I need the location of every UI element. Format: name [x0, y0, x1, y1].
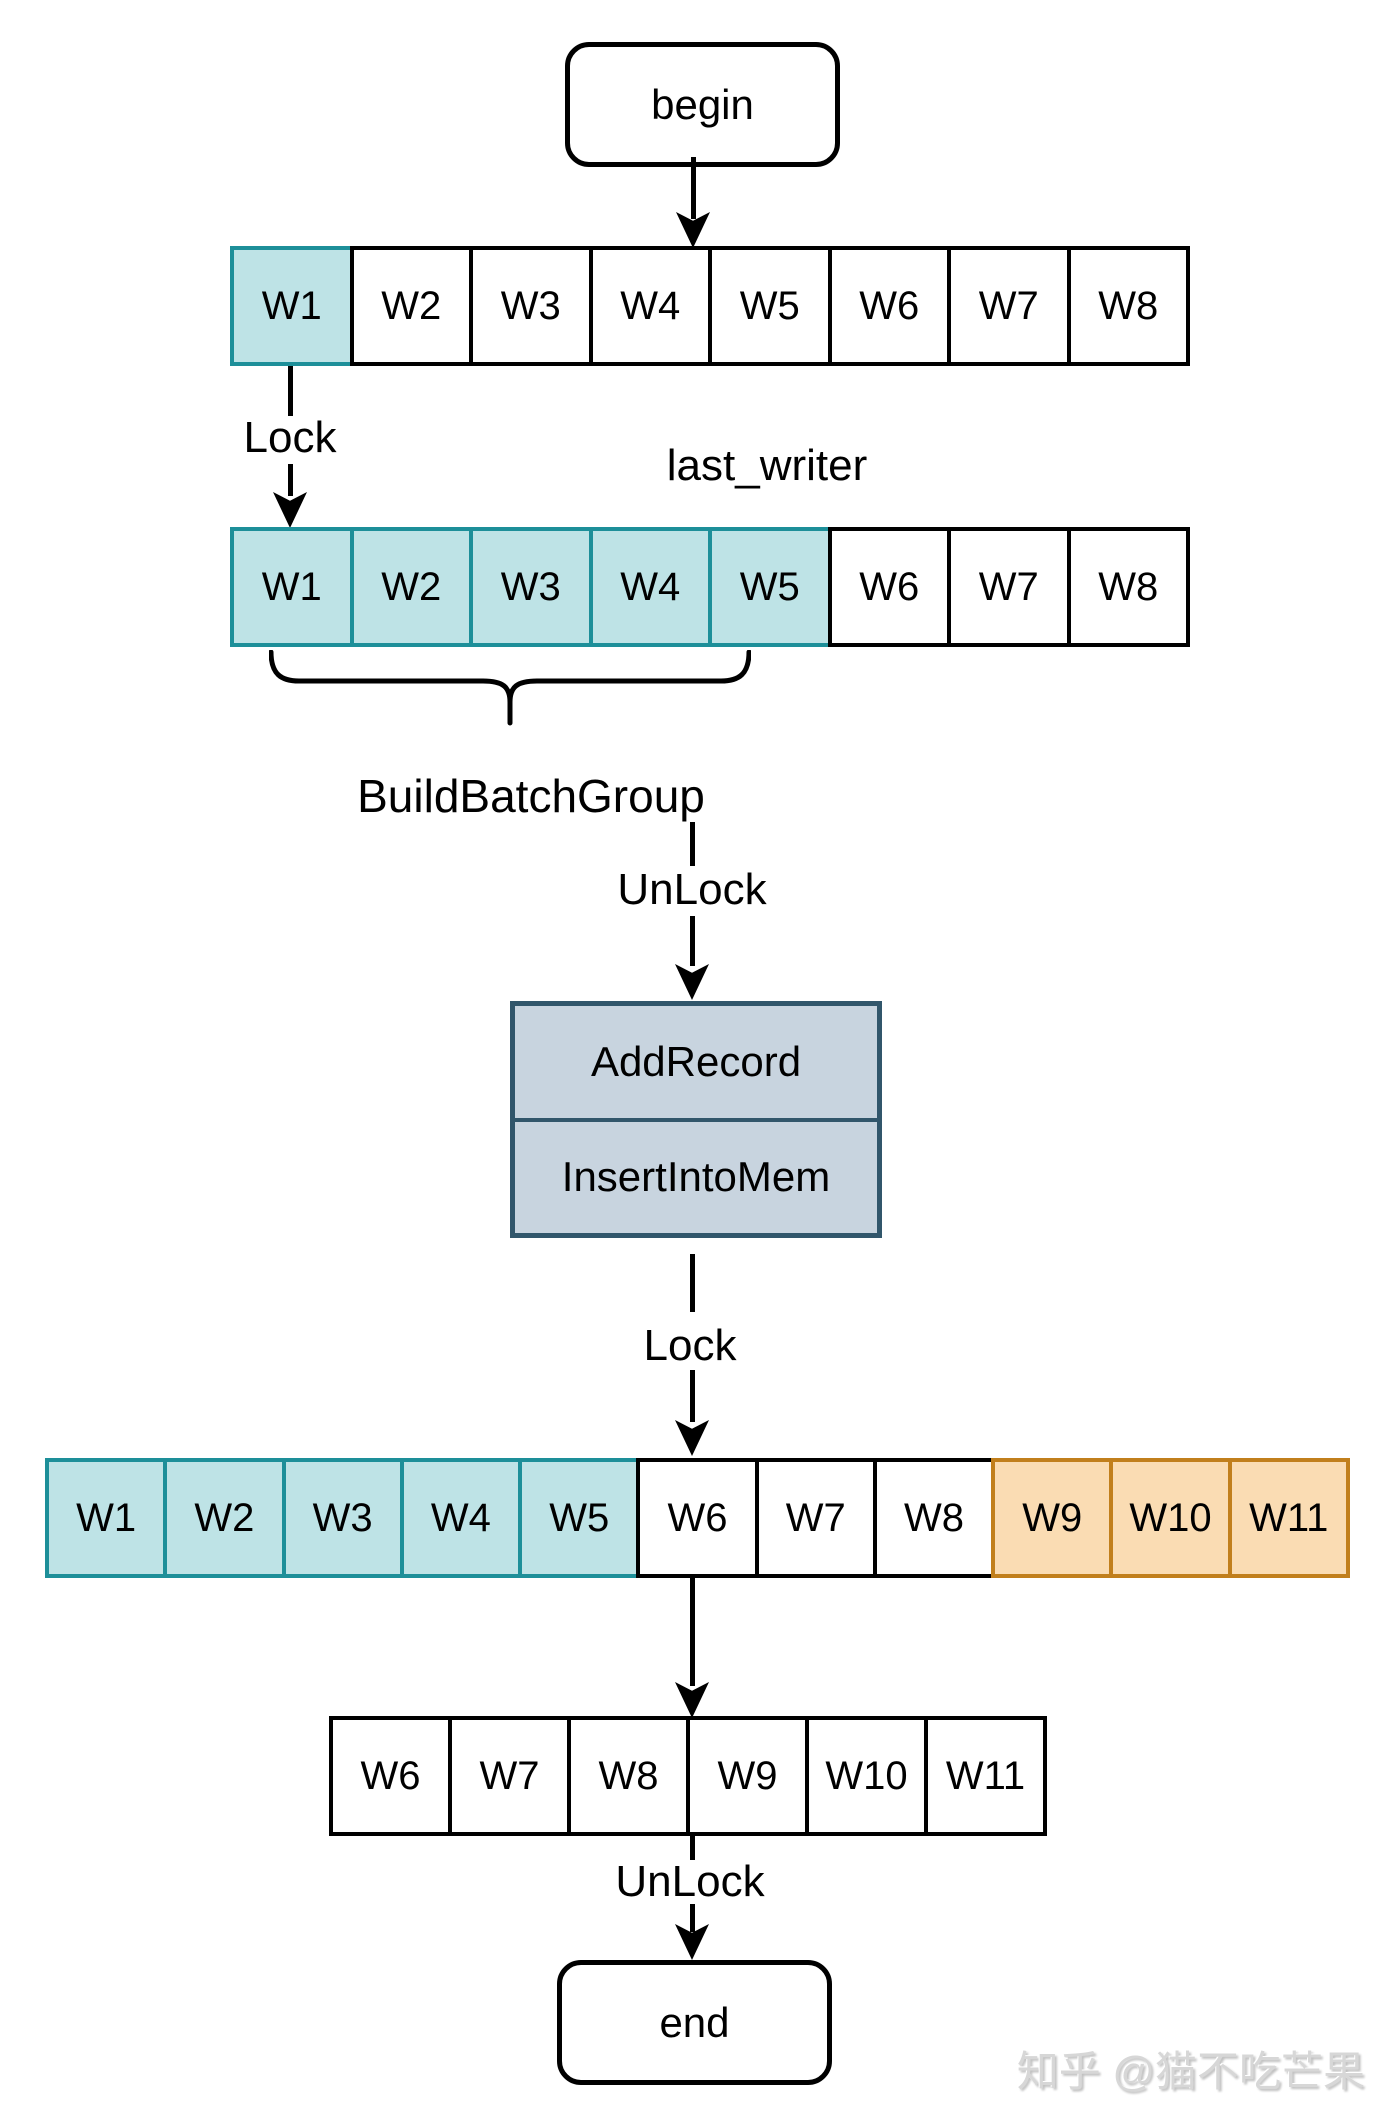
queue-cell: W4	[588, 527, 712, 647]
queue-cell: W2	[349, 246, 473, 366]
queue-cell: W9	[686, 1716, 809, 1836]
queue-cell: W6	[329, 1716, 452, 1836]
queue-row-after-lock: W1 W2 W3 W4 W5 W6 W7 W8	[230, 527, 1190, 647]
queue-cell: W4	[588, 246, 712, 366]
queue-cell: W8	[567, 1716, 690, 1836]
watermark: 知乎 @猫不吃芒果	[1016, 2048, 1365, 2095]
unlock1-shaft-top	[690, 822, 695, 866]
insert-into-mem-step: InsertIntoMem	[515, 1117, 877, 1234]
queue-cell: W7	[448, 1716, 571, 1836]
unlock2-label: UnLock	[615, 1857, 765, 1906]
arrow-remaining-shaft	[690, 1578, 695, 1686]
queue-cell: W8	[872, 1458, 996, 1578]
queue-cell: W4	[399, 1458, 523, 1578]
queue-cell: W6	[827, 527, 951, 647]
end-node: end	[557, 1960, 832, 2085]
lock1-shaft-bottom	[288, 464, 293, 496]
queue-cell: W3	[281, 1458, 404, 1578]
queue-cell: W8	[1066, 246, 1190, 366]
queue-cell: W2	[349, 527, 473, 647]
queue-row-after-add: W1 W2 W3 W4 W5 W6 W7 W8 W9 W10 W11	[45, 1458, 1350, 1578]
queue-cell: W7	[947, 527, 1071, 647]
lock1-label: Lock	[243, 413, 337, 462]
queue-cell: W5	[708, 527, 832, 647]
queue-cell: W11	[1227, 1458, 1350, 1578]
unlock2-shaft-top	[690, 1836, 695, 1860]
end-label: end	[659, 1998, 730, 2046]
last-writer-label: last_writer	[666, 441, 868, 490]
queue-cell: W9	[991, 1458, 1114, 1578]
queue-cell: W1	[230, 246, 354, 366]
add-record-step: AddRecord	[590, 1037, 802, 1085]
unlock1-label: UnLock	[617, 865, 767, 914]
begin-node: begin	[565, 42, 840, 167]
queue-cell: W3	[469, 527, 593, 647]
queue-cell: W1	[230, 527, 354, 647]
unlock1-shaft-bottom	[690, 916, 695, 966]
queue-cell: W10	[805, 1716, 928, 1836]
queue-row-remaining: W6 W7 W8 W9 W10 W11	[329, 1716, 1047, 1836]
queue-cell: W5	[518, 1458, 641, 1578]
queue-cell: W8	[1066, 527, 1190, 647]
process-box: AddRecord InsertIntoMem	[510, 1001, 882, 1238]
queue-cell: W6	[636, 1458, 759, 1578]
queue-cell: W10	[1109, 1458, 1232, 1578]
lock2-shaft-top	[690, 1254, 695, 1312]
batch-group-brace	[269, 650, 751, 726]
lock1-shaft-top	[288, 366, 293, 416]
arrow-down-icon	[675, 1420, 709, 1456]
queue-cell: W2	[163, 1458, 286, 1578]
arrow-begin-shaft	[691, 157, 696, 219]
unlock2-shaft-bottom	[690, 1904, 695, 1932]
queue-cell: W5	[708, 246, 832, 366]
queue-cell: W3	[469, 246, 593, 366]
build-batch-group-label: BuildBatchGroup	[357, 770, 705, 822]
lock2-shaft-bottom	[690, 1370, 695, 1422]
begin-label: begin	[651, 80, 754, 128]
queue-cell: W1	[45, 1458, 168, 1578]
lock2-label: Lock	[643, 1321, 737, 1370]
queue-row-initial: W1 W2 W3 W4 W5 W6 W7 W8	[230, 246, 1190, 366]
queue-cell: W6	[827, 246, 951, 366]
queue-cell: W7	[754, 1458, 877, 1578]
queue-cell: W11	[924, 1716, 1047, 1836]
arrow-down-icon	[675, 964, 709, 1000]
queue-cell: W7	[947, 246, 1071, 366]
